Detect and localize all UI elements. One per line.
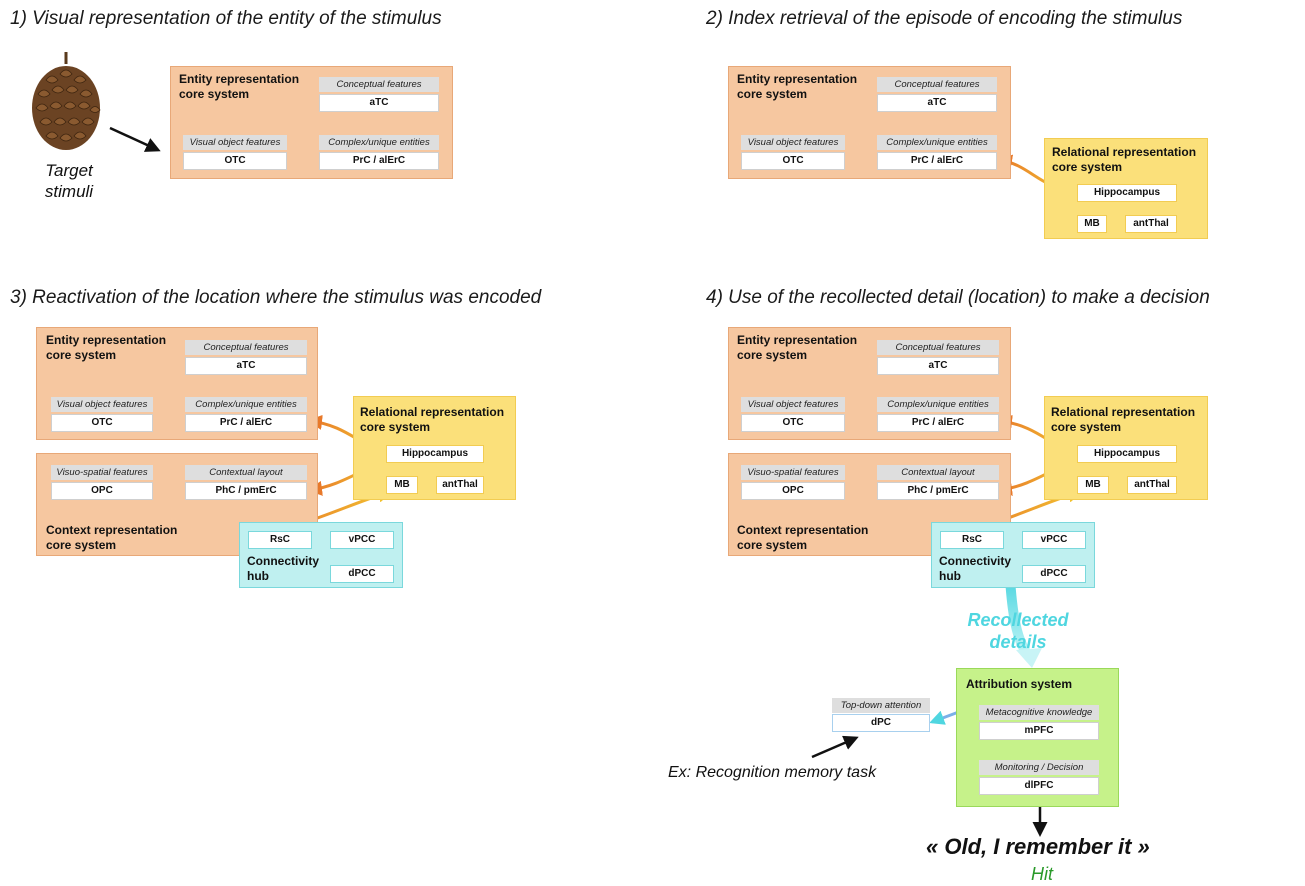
visual-object-features-label: Visual object features xyxy=(51,397,153,412)
panel2-relational-system: Relational representation core system Hi… xyxy=(1044,138,1208,239)
rsc-box: RsC xyxy=(940,531,1004,549)
panel3-relational-system: Relational representation core system Hi… xyxy=(353,396,516,500)
dpcc-box: dPCC xyxy=(330,565,394,583)
prc-alerc-box: PrC / alErC xyxy=(877,414,999,432)
contextual-layout-label: Contextual layout xyxy=(185,465,307,480)
entity-system-name: Entity representation core system xyxy=(737,72,858,101)
prc-alerc-box: PrC / alErC xyxy=(185,414,307,432)
attribution-system-name: Attribution system xyxy=(966,677,1073,691)
complex-entities-label: Complex/unique entities xyxy=(185,397,307,412)
panel4-entity-system: Entity representation core system Concep… xyxy=(728,327,1011,440)
otc-box: OTC xyxy=(741,152,845,170)
otc-box: OTC xyxy=(183,152,287,170)
complex-entities-label: Complex/unique entities xyxy=(877,397,999,412)
hippocampus-box: Hippocampus xyxy=(1077,184,1177,202)
antthal-box: antThal xyxy=(1125,215,1177,233)
antthal-box: antThal xyxy=(436,476,484,494)
attribution-system: Attribution system Metacognitive knowled… xyxy=(956,668,1119,807)
recollected-details-label: Recollected details xyxy=(967,610,1069,652)
dpcc-box: dPCC xyxy=(1022,565,1086,583)
complex-entities-label: Complex/unique entities xyxy=(319,135,439,150)
relational-system-name: Relational representation core system xyxy=(1052,145,1197,174)
relational-system-name: Relational representation core system xyxy=(1051,405,1196,434)
vpcc-box: vPCC xyxy=(1022,531,1086,549)
hippocampus-box: Hippocampus xyxy=(386,445,484,463)
mpfc-box: mPFC xyxy=(979,722,1099,740)
context-system-name: Context representation core system xyxy=(737,523,869,552)
dpc-box: dPC xyxy=(832,714,930,732)
opc-box: OPC xyxy=(51,482,153,500)
recognition-task-label: Ex: Recognition memory task xyxy=(668,764,877,781)
atc-box: aTC xyxy=(319,94,439,112)
conceptual-features-label: Conceptual features xyxy=(877,340,999,355)
visual-object-features-label: Visual object features xyxy=(183,135,287,150)
panel2-title: 2) Index retrieval of the episode of enc… xyxy=(706,8,1183,29)
visual-object-features-label: Visual object features xyxy=(741,135,845,150)
antthal-box: antThal xyxy=(1127,476,1177,494)
entity-system-name: Entity representation core system xyxy=(46,333,167,362)
atc-box: aTC xyxy=(185,357,307,375)
panel3-title: 3) Reactivation of the location where th… xyxy=(10,287,542,308)
atc-box: aTC xyxy=(877,94,997,112)
visual-object-features-label: Visual object features xyxy=(741,397,845,412)
conceptual-features-label: Conceptual features xyxy=(877,77,997,92)
dlpfc-box: dlPFC xyxy=(979,777,1099,795)
mb-box: MB xyxy=(1077,476,1109,494)
panel4-title: 4) Use of the recollected detail (locati… xyxy=(706,287,1210,308)
context-system-name: Context representation core system xyxy=(46,523,178,552)
mb-box: MB xyxy=(1077,215,1107,233)
hub-name: Connectivity hub xyxy=(247,554,320,583)
otc-box: OTC xyxy=(741,414,845,432)
relational-system-name: Relational representation core system xyxy=(360,405,505,434)
atc-box: aTC xyxy=(877,357,999,375)
vpcc-box: vPCC xyxy=(330,531,394,549)
rsc-box: RsC xyxy=(248,531,312,549)
metacognitive-knowledge-label: Metacognitive knowledge xyxy=(979,705,1099,720)
target-stimuli-label: Target stimuli xyxy=(44,161,94,201)
panel1-title: 1) Visual representation of the entity o… xyxy=(10,8,442,29)
panel3-connectivity-hub: RsC vPCC dPCC Connectivity hub xyxy=(239,522,403,588)
otc-box: OTC xyxy=(51,414,153,432)
phc-pmerc-box: PhC / pmErC xyxy=(185,482,307,500)
complex-entities-label: Complex/unique entities xyxy=(877,135,997,150)
panel4-relational-system: Relational representation core system Hi… xyxy=(1044,396,1208,500)
panel4-connectivity-hub: RsC vPCC dPCC Connectivity hub xyxy=(931,522,1095,588)
prc-alerc-box: PrC / alErC xyxy=(319,152,439,170)
prc-alerc-box: PrC / alErC xyxy=(877,152,997,170)
conceptual-features-label: Conceptual features xyxy=(185,340,307,355)
hit-label: Hit xyxy=(1031,864,1053,884)
hub-name: Connectivity hub xyxy=(939,554,1012,583)
monitoring-decision-label: Monitoring / Decision xyxy=(979,760,1099,775)
opc-box: OPC xyxy=(741,482,845,500)
phc-pmerc-box: PhC / pmErC xyxy=(877,482,999,500)
entity-system-name: Entity representation core system xyxy=(179,72,300,101)
panel2-entity-system: Entity representation core system Concep… xyxy=(728,66,1011,179)
visuospatial-features-label: Visuo-spatial features xyxy=(51,465,153,480)
mb-box: MB xyxy=(386,476,418,494)
visuospatial-features-label: Visuo-spatial features xyxy=(741,465,845,480)
conceptual-features-label: Conceptual features xyxy=(319,77,439,92)
top-down-attention-label: Top-down attention xyxy=(832,698,930,713)
panel3-entity-system: Entity representation core system Concep… xyxy=(36,327,318,440)
contextual-layout-label: Contextual layout xyxy=(877,465,999,480)
outcome-quote: « Old, I remember it » xyxy=(926,834,1150,859)
panel1-entity-system: Entity representation core system Concep… xyxy=(170,66,453,179)
pinecone-image xyxy=(26,50,106,150)
hippocampus-box: Hippocampus xyxy=(1077,445,1177,463)
entity-system-name: Entity representation core system xyxy=(737,333,858,362)
